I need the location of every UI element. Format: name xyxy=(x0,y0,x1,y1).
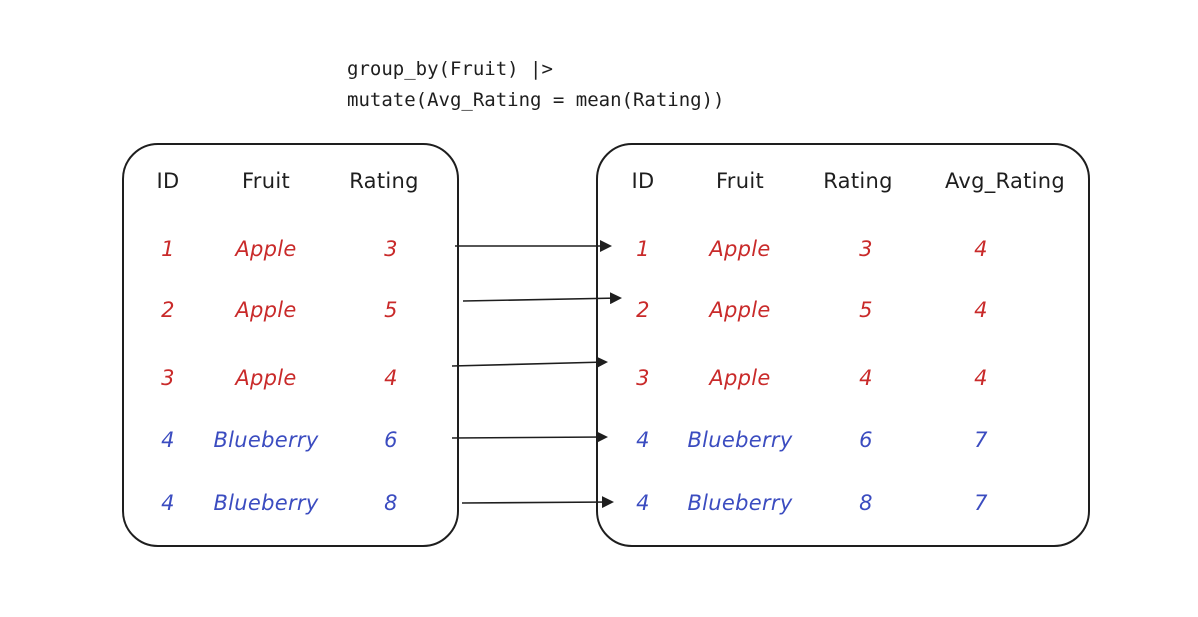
row-mapping-arrow xyxy=(462,292,622,305)
input-cell: Apple xyxy=(235,298,297,322)
output-cell: 4 xyxy=(636,428,650,452)
output-cell: 7 xyxy=(974,428,988,452)
input-cell: 4 xyxy=(161,491,175,515)
output-cell: 4 xyxy=(974,366,988,390)
input-header-id: ID xyxy=(156,169,180,193)
output-cell: 8 xyxy=(859,491,873,515)
output-cell: 4 xyxy=(859,366,873,390)
code-line-mutate: mutate(Avg_Rating = mean(Rating)) xyxy=(347,89,725,111)
input-cell: Apple xyxy=(235,237,297,261)
input-cell: 4 xyxy=(161,428,175,452)
output-header-rating: Rating xyxy=(823,169,893,193)
input-cell: 6 xyxy=(384,428,398,452)
input-cell: 5 xyxy=(384,298,398,322)
input-cell: 1 xyxy=(161,237,175,261)
output-header-fruit: Fruit xyxy=(715,169,765,193)
input-cell: 8 xyxy=(384,491,398,515)
row-mapping-arrow xyxy=(461,496,614,509)
output-cell: Apple xyxy=(709,366,771,390)
output-cell: 2 xyxy=(636,298,650,322)
input-header-fruit: Fruit xyxy=(241,169,291,193)
input-cell: Blueberry xyxy=(213,428,319,452)
output-header-id: ID xyxy=(631,169,655,193)
row-mapping-arrow xyxy=(451,431,608,444)
output-cell: 3 xyxy=(859,237,873,261)
output-table-box xyxy=(596,143,1090,547)
input-table-box xyxy=(122,143,459,547)
output-cell: Apple xyxy=(709,298,771,322)
input-cell: 3 xyxy=(384,237,398,261)
output-cell: 4 xyxy=(636,491,650,515)
input-cell: Blueberry xyxy=(213,491,319,515)
input-cell: Apple xyxy=(235,366,297,390)
input-cell: 4 xyxy=(384,366,398,390)
output-cell: 1 xyxy=(636,237,650,261)
row-mapping-arrow xyxy=(451,356,608,369)
output-cell: 3 xyxy=(636,366,650,390)
input-cell: 2 xyxy=(161,298,175,322)
output-header-avg-rating: Avg_Rating xyxy=(944,169,1066,193)
output-cell: Blueberry xyxy=(687,491,793,515)
output-cell: 5 xyxy=(859,298,873,322)
output-cell: Blueberry xyxy=(687,428,793,452)
output-cell: 4 xyxy=(974,298,988,322)
output-cell: 6 xyxy=(859,428,873,452)
output-cell: 4 xyxy=(974,237,988,261)
code-line-group-by: group_by(Fruit) |> xyxy=(347,58,553,80)
input-cell: 3 xyxy=(161,366,175,390)
input-header-rating: Rating xyxy=(349,169,419,193)
output-cell: 7 xyxy=(974,491,988,515)
output-cell: Apple xyxy=(709,237,771,261)
